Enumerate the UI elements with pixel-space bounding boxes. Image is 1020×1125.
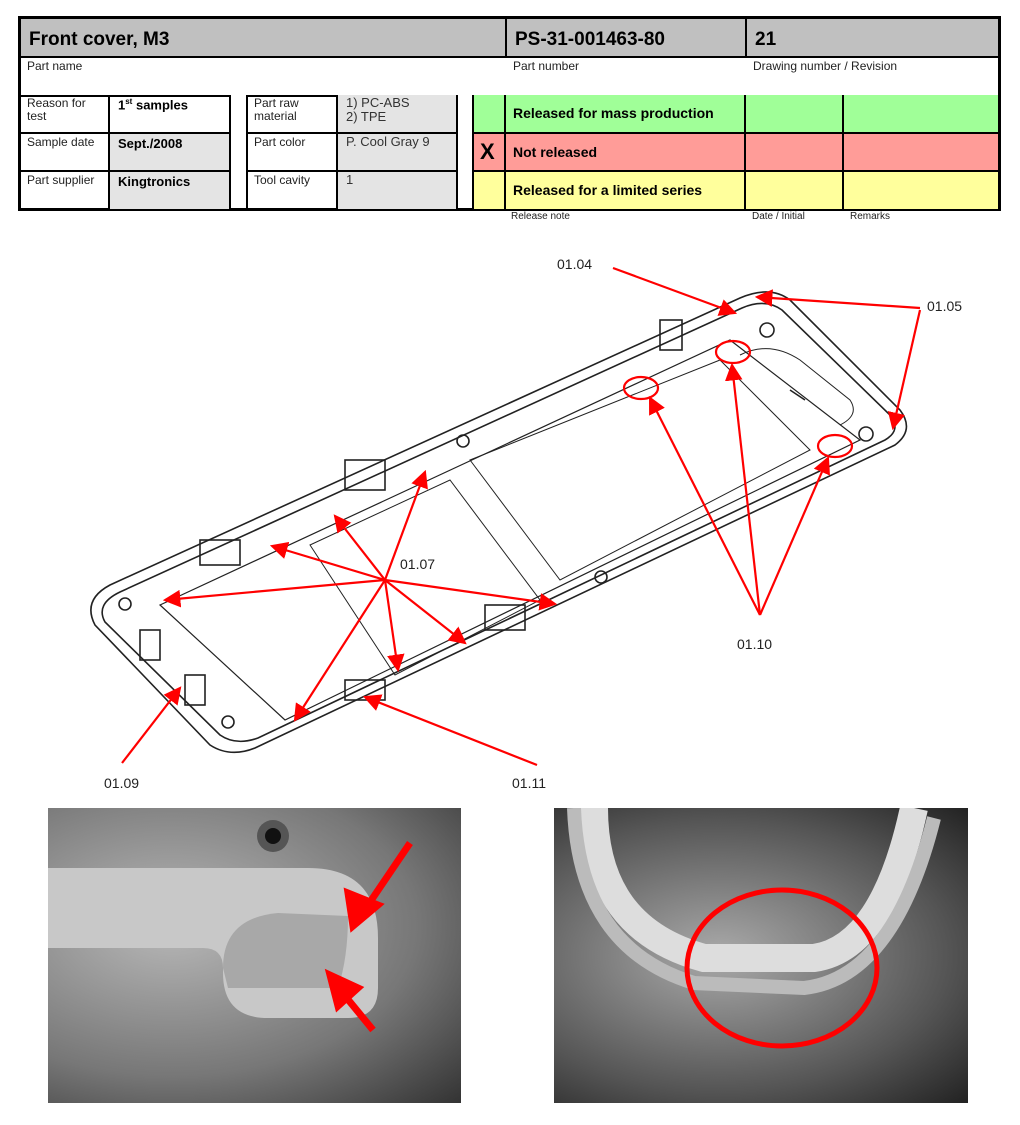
drawing-number-label: Drawing number / Revision xyxy=(753,59,898,73)
release-not-released: Not released xyxy=(506,134,746,172)
reason-value: 1st samples xyxy=(110,95,229,134)
release-mass-production: Released for mass production xyxy=(506,95,746,134)
release-mark-mass xyxy=(474,95,506,134)
part-number-label: Part number xyxy=(513,59,580,73)
release-not-remarks xyxy=(844,134,998,172)
release-not-date xyxy=(746,134,844,172)
info-left-block xyxy=(21,95,231,209)
callout-01-05: 01.05 xyxy=(927,298,963,314)
defect-circle xyxy=(622,375,660,401)
reason-value-sup: st xyxy=(125,97,133,106)
defect-circle xyxy=(684,887,880,1049)
release-limited-date xyxy=(746,172,844,209)
callout-01-09: 01.09 xyxy=(104,775,140,791)
remarks-label: Remarks xyxy=(850,211,891,222)
release-mark-limited xyxy=(474,172,506,209)
defect-photo-left-drawing xyxy=(48,820,413,1033)
release-mass-remarks xyxy=(844,95,998,134)
release-mass-date xyxy=(746,95,844,134)
release-limited-remarks xyxy=(844,172,998,209)
reason-label: Reason for test xyxy=(21,95,110,134)
tool-cavity-value: 1 xyxy=(338,172,456,209)
part-outline xyxy=(90,291,908,754)
part-name-label: Part name xyxy=(27,59,83,73)
raw-material-line1: 1) PC-ABS xyxy=(346,95,410,110)
date-initial-label: Date / Initial xyxy=(752,211,805,222)
raw-material-line2: 2) TPE xyxy=(346,109,387,124)
tool-cavity-label: Tool cavity xyxy=(248,172,338,209)
part-number-value: PS-31-001463-80 xyxy=(505,19,745,57)
reason-value-text: samples xyxy=(132,97,189,113)
part-drawing xyxy=(90,266,922,767)
release-note-label: Release note xyxy=(511,211,570,222)
part-supplier-value: Kingtronics xyxy=(110,172,229,209)
report-header-table xyxy=(18,16,1001,211)
part-supplier-label: Part supplier xyxy=(21,172,110,209)
defect-photo-right xyxy=(554,808,968,1103)
part-name-value: Front cover, M3 xyxy=(21,19,505,57)
callout-01-11: 01.11 xyxy=(512,775,546,791)
part-color-value: P. Cool Gray 9 xyxy=(338,134,456,172)
defect-photo-right-drawing xyxy=(567,808,941,1049)
sample-date-label: Sample date xyxy=(21,134,110,172)
callout-01-10: 01.10 xyxy=(737,636,773,652)
release-mark-not-released: X xyxy=(474,134,506,172)
defect-photo-left xyxy=(48,808,461,1103)
callout-01-04: 01.04 xyxy=(557,256,593,272)
reason-value-number: 1 xyxy=(118,97,126,113)
raw-material-label: Part raw material xyxy=(248,95,338,134)
part-color-label: Part color xyxy=(248,134,338,172)
annotation-arrows xyxy=(121,266,922,767)
drawing-number-value: 21 xyxy=(745,19,998,57)
callout-01-07: 01.07 xyxy=(400,556,436,572)
defect-circle xyxy=(816,433,854,459)
release-limited-series: Released for a limited series xyxy=(506,172,746,209)
sample-date-value: Sept./2008 xyxy=(110,134,229,172)
